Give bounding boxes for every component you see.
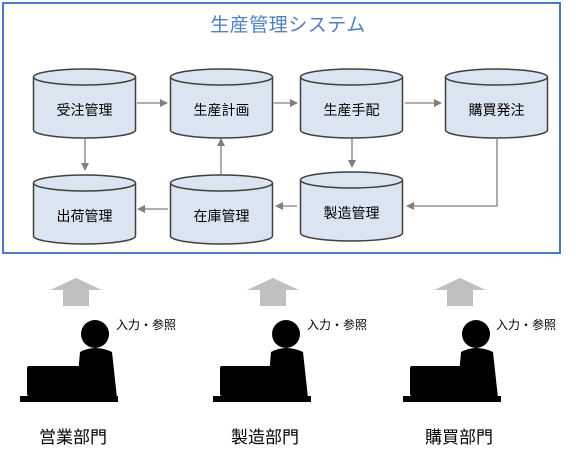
database-cylinder-icon <box>299 171 404 242</box>
database-cylinder-icon <box>32 68 137 139</box>
person-laptop-icon <box>403 320 501 402</box>
module-purchase: 購買発注 <box>444 68 549 140</box>
io-label-production: 入力・参照 <box>307 318 368 332</box>
arrow-purchase-to-manufacturing <box>406 139 498 210</box>
department-sales: 営業部門 <box>39 428 107 448</box>
module-label: 出荷管理 <box>56 209 113 225</box>
up-arrow-icon <box>50 278 102 306</box>
up-arrow-icon <box>434 278 486 306</box>
module-order: 受注管理 <box>32 68 137 140</box>
database-cylinder-icon <box>299 68 404 139</box>
module-label: 生産計画 <box>193 103 250 119</box>
module-label: 製造管理 <box>323 206 380 222</box>
database-cylinder-icon <box>169 174 274 245</box>
database-cylinder-icon <box>444 68 549 139</box>
up-arrow-icon <box>247 278 299 306</box>
module-arrange: 生産手配 <box>299 68 404 140</box>
module-label: 生産手配 <box>323 103 380 119</box>
io-label-purchasing: 入力・参照 <box>496 318 557 332</box>
module-inventory: 在庫管理 <box>169 174 274 246</box>
department-purchasing: 購買部門 <box>425 428 493 448</box>
module-manufacturing: 製造管理 <box>299 171 404 243</box>
person-laptop-icon <box>20 320 118 402</box>
module-plan: 生産計画 <box>169 68 274 140</box>
database-cylinder-icon <box>169 68 274 139</box>
module-shipping: 出荷管理 <box>32 174 137 246</box>
database-cylinder-icon <box>32 174 137 245</box>
person-laptop-icon <box>213 320 311 402</box>
department-production: 製造部門 <box>231 428 299 448</box>
io-label-sales: 入力・参照 <box>116 318 177 332</box>
module-label: 購買発注 <box>468 103 525 119</box>
system-title: 生産管理システム <box>210 14 366 36</box>
module-label: 在庫管理 <box>193 209 250 225</box>
module-label: 受注管理 <box>56 103 113 119</box>
